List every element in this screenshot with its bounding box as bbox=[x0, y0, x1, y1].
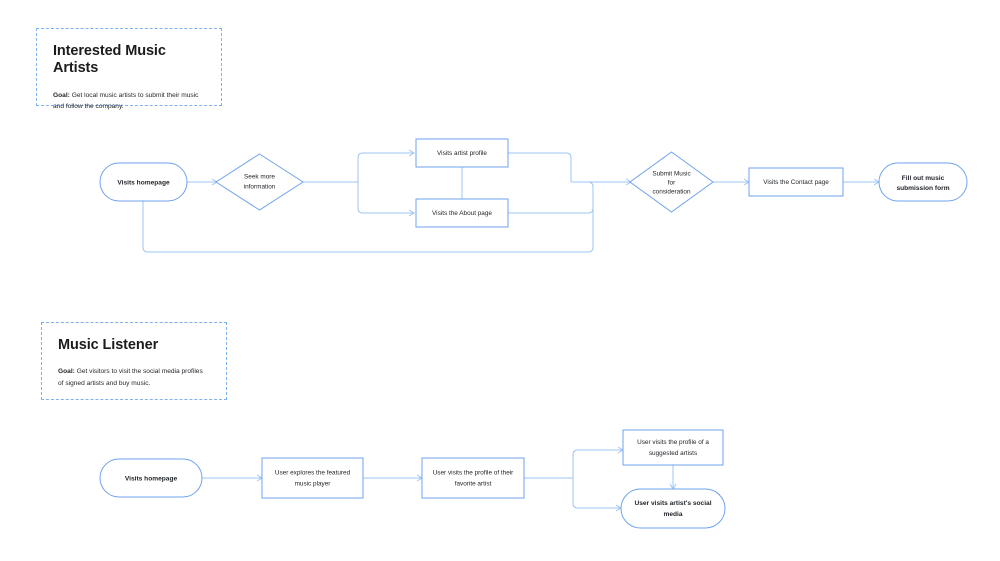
persona-goal: Goal: Get visitors to visit the social m… bbox=[58, 366, 210, 389]
persona-card-interested-music-artists: Interested Music Artists Goal: Get local… bbox=[36, 28, 222, 110]
node-user-visits-suggested-artist-profile[interactable]: User visits the profile of a suggested a… bbox=[622, 429, 724, 466]
node-submit-music-for-consideration[interactable]: Submit Music for consideration bbox=[629, 151, 714, 213]
edge-artistprofile-to-merge bbox=[508, 152, 572, 182]
node-label: Visits the About page bbox=[432, 210, 492, 217]
edge-split-down bbox=[357, 182, 413, 214]
arrowhead-icon bbox=[408, 149, 415, 157]
persona-card-music-listener: Music Listener Goal: Get visitors to vis… bbox=[41, 322, 227, 400]
node-label-line2: media bbox=[663, 511, 682, 518]
node-label-line1: Fill out music bbox=[902, 175, 945, 182]
persona-title: Music Listener bbox=[58, 337, 159, 353]
node-fill-out-music-submission-form[interactable]: Fill out music submission form bbox=[878, 162, 968, 202]
node-label-line2: music player bbox=[295, 481, 332, 488]
persona-title: Interested Music Artists bbox=[53, 43, 166, 77]
node-label-line1: Submit Music bbox=[652, 171, 691, 178]
persona-goal-label: Goal: bbox=[53, 91, 70, 99]
node-visits-artist-profile[interactable]: Visits artist profile bbox=[415, 138, 509, 168]
node-label: Visits artist profile bbox=[437, 150, 487, 157]
node-label: Visits homepage bbox=[125, 475, 178, 482]
node-label-line2: information bbox=[244, 184, 276, 191]
node-label-line3: consideration bbox=[652, 189, 690, 196]
arrowhead-icon bbox=[408, 209, 415, 217]
node-user-visits-favorite-artist-profile[interactable]: User visits the profile of their favorit… bbox=[421, 457, 525, 499]
node-label: Visits homepage bbox=[117, 179, 170, 186]
node-label-line1: User explores the featured bbox=[275, 470, 351, 477]
node-user-visits-artist-social-media[interactable]: User visits artist's social media bbox=[620, 488, 726, 529]
node-visits-contact-page[interactable]: Visits the Contact page bbox=[748, 167, 844, 197]
persona-goal-label: Goal: bbox=[58, 368, 75, 376]
node-user-explores-featured-music-player[interactable]: User explores the featured music player bbox=[261, 457, 364, 499]
edge-split-up bbox=[357, 152, 413, 182]
node-visits-about-page[interactable]: Visits the About page bbox=[415, 198, 509, 228]
edge-about-to-merge bbox=[508, 181, 594, 214]
node-label-line2: favorite artist bbox=[455, 481, 492, 488]
persona-goal-text: Get visitors to visit the social media p… bbox=[58, 368, 203, 387]
node-label-line2: for bbox=[668, 180, 676, 187]
node-label-line1: Seek more bbox=[244, 174, 275, 181]
node-label-line1: User visits artist's social bbox=[634, 500, 711, 507]
node-label-line1: User visits the profile of their bbox=[433, 470, 514, 477]
node-visits-homepage-listener[interactable]: Visits homepage bbox=[99, 458, 203, 498]
edge-feedback-loop bbox=[142, 187, 594, 253]
node-label-line1: User visits the profile of a bbox=[637, 439, 709, 446]
node-seek-more-information[interactable]: Seek more information bbox=[215, 153, 304, 211]
edge-split-up-suggested bbox=[572, 449, 622, 478]
node-label-line2: submission form bbox=[896, 185, 949, 192]
persona-goal: Goal: Get local music artists to submit … bbox=[53, 90, 205, 113]
node-label: Visits the Contact page bbox=[763, 179, 829, 186]
edge-split-down-social bbox=[572, 478, 620, 509]
node-visits-homepage[interactable]: Visits homepage bbox=[99, 162, 188, 202]
persona-goal-text: Get local music artists to submit their … bbox=[53, 91, 199, 111]
node-label-line2: suggested artists bbox=[649, 450, 697, 457]
